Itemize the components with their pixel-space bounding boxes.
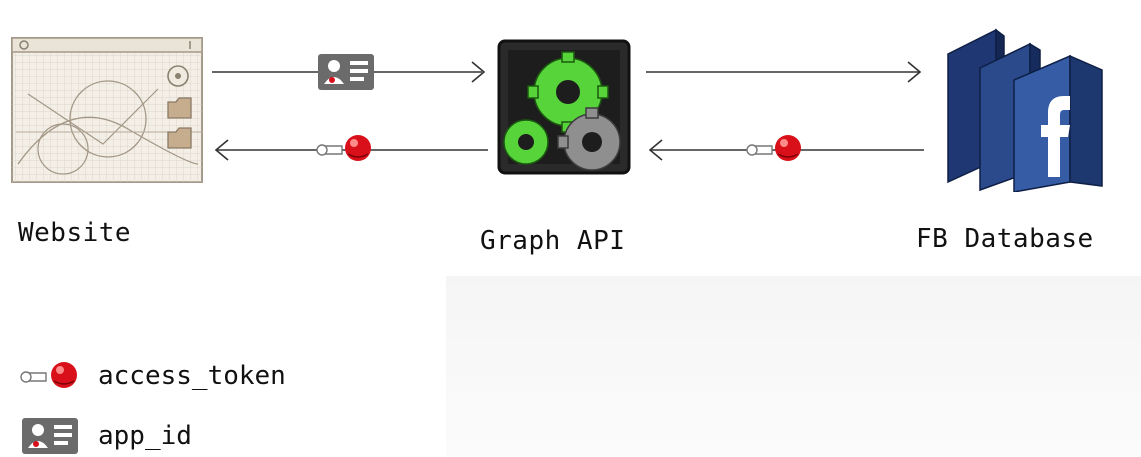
id-card-icon [22, 418, 78, 454]
legend-item-app-id: app_id [18, 416, 192, 456]
arrow-website-to-graph-api [212, 54, 486, 90]
legend-label-access-token: access_token [98, 361, 286, 391]
arrow-graph-api-to-fb-database [646, 61, 922, 83]
key-token-icon [316, 135, 371, 161]
legend-item-access-token: access_token [18, 358, 286, 394]
key-token-icon [746, 135, 801, 161]
graph-api-label: Graph API [480, 226, 626, 256]
legend-label-app-id: app_id [98, 421, 192, 451]
gears-icon [497, 39, 631, 175]
background-panel [446, 276, 1141, 457]
website-sketch-icon [11, 37, 203, 183]
facebook-database-icon [947, 28, 1103, 192]
arrow-graph-api-to-website [214, 135, 488, 161]
id-card-icon [318, 54, 374, 90]
arrow-fb-database-to-graph-api [648, 135, 924, 161]
fb-database-label: FB Database [916, 224, 1094, 254]
website-label: Website [18, 218, 132, 248]
key-token-icon [20, 362, 77, 388]
